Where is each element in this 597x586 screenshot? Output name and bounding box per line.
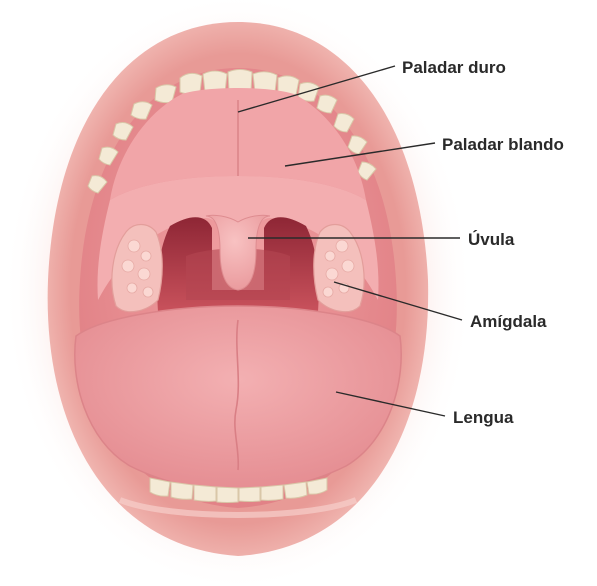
label-hard-palate: Paladar duro	[402, 58, 506, 77]
label-uvula: Úvula	[468, 230, 515, 249]
label-tonsil: Amígdala	[470, 312, 547, 331]
label-soft-palate: Paladar blando	[442, 135, 564, 154]
label-tongue: Lengua	[453, 408, 514, 427]
